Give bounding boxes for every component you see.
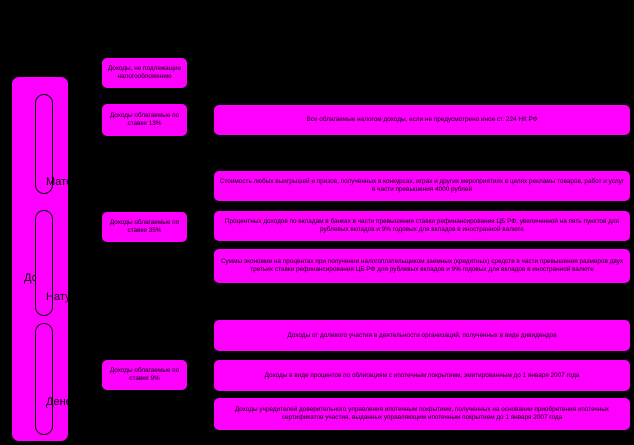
box-not-taxed: Доходы, не подлежащие налогообложению <box>101 57 188 89</box>
box-dividends-text: Доходы от долевого участия в деятельност… <box>287 331 557 339</box>
box-mortgage-bonds: Доходы в виде процентов по облигациям с … <box>213 359 631 392</box>
box-rate-13: Доходы облагаемые по ставке 13% <box>101 103 188 137</box>
pill-material <box>35 94 53 194</box>
pill-money <box>35 323 53 435</box>
pill-money-label: Дене <box>46 396 70 408</box>
box-savings-text: Суммы экономии на процентах при получени… <box>220 258 624 273</box>
box-dividends: Доходы от долевого участия в деятельност… <box>213 319 631 352</box>
pill-natural <box>35 210 53 316</box>
box-prizes-text: Стоимость любых выигрышей и призов, полу… <box>219 178 625 193</box>
box-rate-9-text: Доходы облагаемые по ставке 9% <box>109 367 180 382</box>
pill-material-label: Матери <box>46 176 70 188</box>
box-trust: Доходы учредителей доверительного управл… <box>213 397 631 431</box>
box-trust-text: Доходы учредителей доверительного управл… <box>234 406 610 421</box>
box-all-income: Все облагаемые налогом доходы, если не п… <box>213 104 631 136</box>
box-rate-13-text: Доходы облагаемые по ставке 13% <box>109 112 180 127</box>
box-mortgage-bonds-text: Доходы в виде процентов по облигациям с … <box>264 371 580 379</box>
box-all-income-text: Все облагаемые налогом доходы, если не п… <box>306 116 538 124</box>
box-savings: Суммы экономии на процентах при получени… <box>213 248 631 284</box>
box-rate-9: Доходы облагаемые по ставке 9% <box>101 359 188 391</box>
box-rate-35-text: Доходы облагаемые по ставке 35% <box>109 219 180 234</box>
box-prizes: Стоимость любых выигрышей и призов, полу… <box>213 170 631 202</box>
box-rate-35: Доходы облагаемые по ставке 35% <box>101 211 188 243</box>
income-main-label: До <box>24 272 38 284</box>
pill-natural-label: Натура <box>46 291 70 303</box>
box-not-taxed-text: Доходы, не подлежащие налогообложению <box>107 65 182 80</box>
box-deposits-text: Процентных доходов по вкладам в банках в… <box>224 218 620 233</box>
box-deposits: Процентных доходов по вкладам в банках в… <box>213 210 631 242</box>
